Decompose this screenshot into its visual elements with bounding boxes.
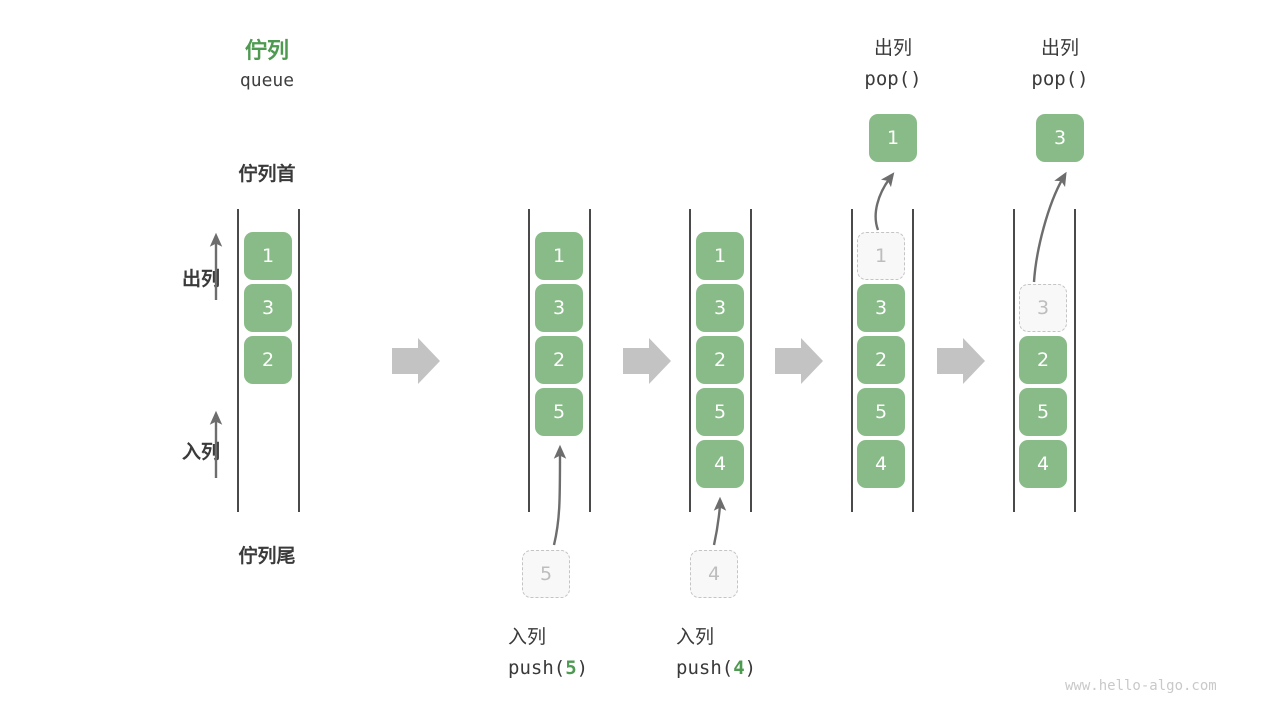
pop-1-label-cn: 出列 [873,37,912,59]
queue-cell: 5 [1019,388,1067,436]
queue-cell: 4 [857,440,905,488]
queue-cell: 4 [1019,440,1067,488]
queue-cell: 2 [696,336,744,384]
queue-cell: 1 [244,232,292,280]
incoming-ghost-cell: 4 [690,550,738,598]
queue-cell: 1 [696,232,744,280]
push-4-label-code: push(4) [611,657,841,679]
push-4-label-cn: 入列 [676,626,715,648]
queue-cell: 3 [244,284,292,332]
push-4-fn: push( [676,657,734,679]
popped-cell: 3 [1036,114,1084,162]
outgoing-ghost-cell: 3 [1019,284,1067,332]
queue-rail-right [1074,209,1076,512]
dequeue-direction-label: 出列 [181,268,220,290]
pop-3-label-cn: 出列 [1040,37,1079,59]
pop-1-label-code: pop() [864,68,922,90]
queue-rail-right [750,209,752,512]
queue-rail-right [298,209,300,512]
step-arrow [775,338,823,384]
step-arrow [937,338,985,384]
queue-rail-left [237,209,239,512]
push-5-fn: push( [508,657,566,679]
queue-tail-label: 佇列尾 [238,545,296,567]
queue-rail-left [851,209,853,512]
push-4-arrow [712,496,727,546]
push-5-label-code: push(5) [443,657,673,679]
diagram-title-cn: 佇列 [244,39,289,64]
queue-cell: 1 [535,232,583,280]
footer-watermark: www.hello-algo.com [1065,678,1217,694]
queue-cell: 2 [1019,336,1067,384]
queue-rail-right [912,209,914,512]
queue-cell: 5 [696,388,744,436]
incoming-ghost-cell: 5 [522,550,570,598]
queue-rail-left [689,209,691,512]
pop-3-arrow [1032,171,1067,283]
push-5-arrow [552,444,567,546]
push-5-arg: 5 [565,657,577,679]
queue-cell: 4 [696,440,744,488]
pop-1-arrow [874,172,895,231]
diagram-title-en: queue [239,70,295,91]
queue-cell: 3 [857,284,905,332]
queue-cell: 5 [857,388,905,436]
outgoing-ghost-cell: 1 [857,232,905,280]
queue-head-label: 佇列首 [238,163,296,185]
queue-cell: 3 [696,284,744,332]
push-5-paren: ) [576,657,589,679]
queue-cell: 3 [535,284,583,332]
pop-3-label-code: pop() [1031,68,1089,90]
queue-rail-right [589,209,591,512]
queue-rail-left [528,209,530,512]
queue-cell: 5 [535,388,583,436]
step-arrow [392,338,440,384]
queue-cell: 2 [535,336,583,384]
queue-rail-left [1013,209,1015,512]
push-4-paren: ) [744,657,757,679]
queue-cell: 2 [857,336,905,384]
popped-cell: 1 [869,114,917,162]
step-arrow [623,338,671,384]
push-4-arg: 4 [733,657,745,679]
enqueue-direction-label: 入列 [181,441,220,463]
push-5-label-cn: 入列 [508,626,547,648]
queue-cell: 2 [244,336,292,384]
